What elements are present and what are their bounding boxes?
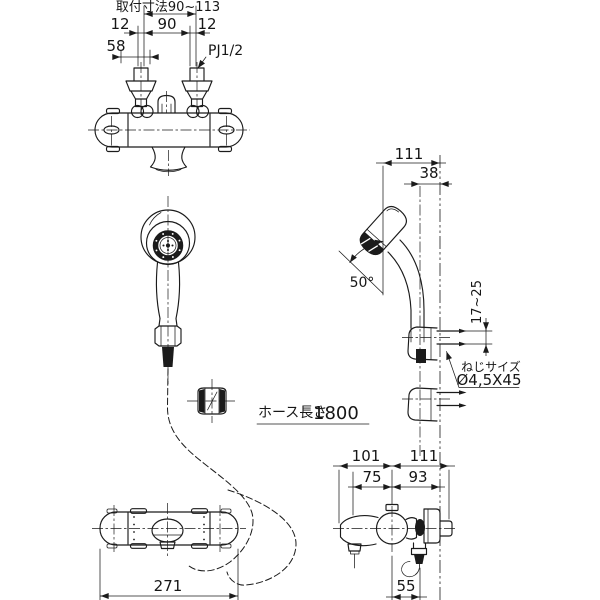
spout-front (149, 146, 188, 173)
thread-leader-line (197, 56, 207, 69)
hose-pigtail (401, 561, 420, 578)
dim-111-side: 111 (410, 447, 439, 465)
right-union (181, 67, 213, 119)
dim-screw-span: 17~25 (470, 280, 485, 324)
shower-head-front-view (140, 196, 196, 384)
hose-length-label: ホース長さ 1800 (256, 403, 370, 425)
shower-holder-lower (402, 387, 467, 422)
screw-size-leader (446, 351, 520, 388)
spout-side (339, 515, 379, 569)
dim-eccentric-left: 12 (110, 15, 129, 33)
dim-head-angle: 50° (350, 275, 375, 291)
dim-offset-38: 38 (419, 164, 438, 182)
faucet-side-view: 101 111 75 93 55 (333, 447, 457, 600)
dim-reach-111: 111 (395, 145, 424, 163)
dim-mounting-pitch: 取付寸法90~113 (116, 0, 220, 15)
dim-93: 93 (408, 468, 427, 486)
thread-spec-label: PJ1/2 (208, 43, 243, 59)
dim-width-271: 271 (154, 577, 183, 595)
dim-55: 55 (396, 577, 415, 595)
hose-length-text-jp: ホース長さ (258, 405, 327, 421)
dim-101: 101 (352, 447, 381, 465)
shower-hose (166, 368, 297, 586)
shower-head-side-view: 111 38 50° (338, 145, 522, 600)
dim-eccentric-right: 12 (197, 15, 216, 33)
dim-depth-58: 58 (106, 37, 125, 55)
spray-holes (155, 232, 181, 259)
shower-handle-side (387, 239, 425, 329)
shower-elbow (401, 508, 453, 578)
faucet-bottom-view: 271 (92, 503, 246, 600)
mounting-screws (436, 330, 460, 345)
left-union (125, 67, 157, 119)
spray-ring (152, 230, 184, 261)
center-stub (157, 94, 176, 114)
faucet-body-front (94, 112, 244, 148)
shower-holder-upper (402, 326, 467, 363)
faucet-front-view: 取付寸法90~113 12 90 12 58 PJ1/2 (88, 0, 250, 176)
hose-length-value: 1800 (313, 403, 359, 424)
shower-handle-front (154, 261, 182, 367)
hose-connector-tip (162, 347, 174, 367)
valve-body-side (375, 512, 409, 545)
temperature-scale-dots (133, 516, 205, 541)
wall-supply-stub (439, 520, 453, 537)
hose-nut (187, 379, 237, 423)
dim-pitch-90: 90 (157, 15, 176, 33)
dim-75: 75 (362, 468, 381, 486)
screw-size-label: ねじサイズ (461, 359, 521, 374)
screw-size-value: Ø4,5X45 (456, 371, 521, 389)
